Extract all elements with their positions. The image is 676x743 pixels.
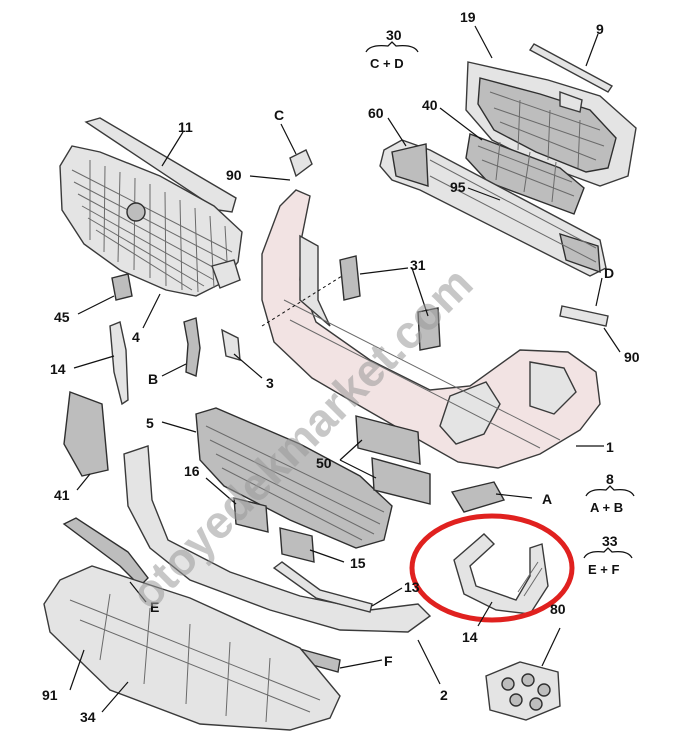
label-15: 15 [350, 555, 366, 571]
label-40: 40 [422, 97, 438, 113]
part-E-strip [62, 517, 149, 587]
label-50: 50 [316, 455, 332, 471]
label-D: D [604, 265, 614, 281]
part-5-lower-grille [195, 407, 393, 549]
kit-8-number: 8 [606, 471, 614, 487]
label-2: 2 [440, 687, 448, 703]
part-19-upper-support [465, 61, 637, 187]
label-45: 45 [54, 309, 70, 325]
kit-33-number: 33 [602, 533, 618, 549]
label-A: A [542, 491, 552, 507]
label-13: 13 [404, 579, 420, 595]
part-60-impact-beam [379, 139, 607, 277]
label-14-right: 14 [462, 629, 478, 645]
kit-8-contents: A + B [590, 500, 623, 515]
kit-33-contents: E + F [588, 562, 619, 577]
label-16: 16 [184, 463, 200, 479]
label-3: 3 [266, 375, 274, 391]
label-B: B [148, 371, 158, 387]
part-2-lower-lip [123, 445, 432, 633]
label-41: 41 [54, 487, 70, 503]
kit-33: 33 E + F [583, 533, 633, 577]
part-C-bracket [289, 149, 313, 178]
part-B-insert [183, 317, 201, 377]
part-31-brackets [339, 255, 441, 351]
label-60: 60 [368, 105, 384, 121]
part-4-main-grille [59, 145, 243, 297]
label-1: 1 [606, 439, 614, 455]
part-14-left-trim [109, 321, 129, 406]
label-34: 34 [80, 709, 96, 725]
leader-lines [69, 25, 621, 713]
label-11: 11 [178, 119, 193, 135]
part-labels: 19 9 40 60 11 C 90 95 D 90 31 45 4 14 B … [42, 9, 640, 725]
part-41-left-panel [63, 391, 109, 477]
label-9: 9 [596, 21, 604, 37]
part-13-strip [272, 561, 373, 613]
part-15-insert [279, 527, 315, 563]
part-A-insert [450, 481, 506, 513]
kit-8: 8 A + B [585, 471, 635, 515]
part-9-upper-strip [528, 43, 614, 93]
part-50-panels [355, 415, 431, 505]
label-C: C [274, 107, 284, 123]
label-5: 5 [146, 415, 154, 431]
label-19: 19 [460, 9, 476, 25]
label-14-left: 14 [50, 361, 66, 377]
part-D-bracket [559, 305, 609, 327]
part-14-right-fog-trim [453, 533, 549, 615]
label-31: 31 [410, 257, 426, 273]
part-40-lower-panel [465, 133, 585, 215]
label-90-left: 90 [226, 167, 242, 183]
kit-30-number: 30 [386, 27, 402, 43]
part-45-bracket [111, 273, 133, 301]
label-95: 95 [450, 179, 466, 195]
label-80: 80 [550, 601, 566, 617]
kit-30: 30 C + D [365, 27, 419, 71]
part-34-underbody-shield [43, 565, 341, 731]
part-80-clip-kit [485, 661, 561, 721]
label-4: 4 [132, 329, 140, 345]
highlight-circle [409, 513, 575, 623]
label-F: F [384, 653, 393, 669]
part-16-insert [233, 497, 269, 533]
part-1-bumper-cover [261, 189, 601, 469]
label-91: 91 [42, 687, 58, 703]
part-3-plate [221, 328, 241, 361]
label-90-right: 90 [624, 349, 640, 365]
label-E: E [150, 599, 159, 615]
kit-30-contents: C + D [370, 56, 404, 71]
